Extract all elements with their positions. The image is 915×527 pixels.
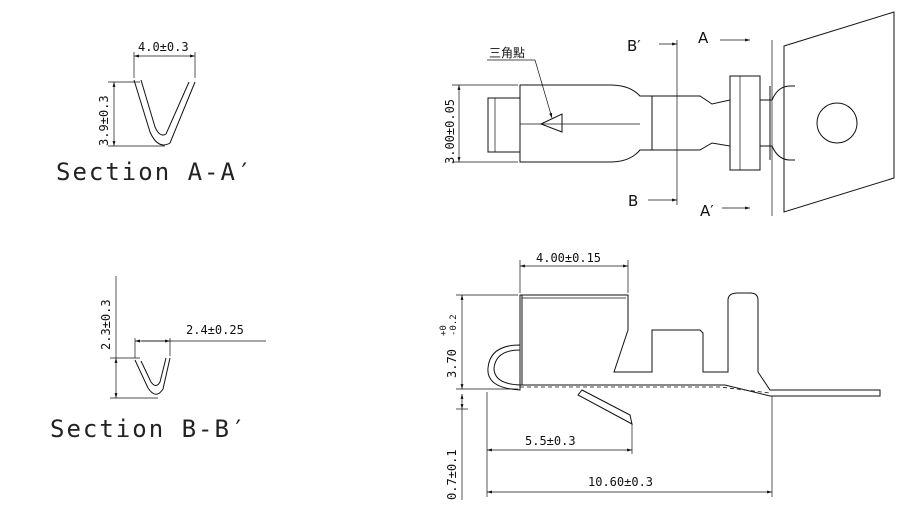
aa-width-dim: 4.0±0.3	[138, 40, 189, 54]
hidden-line	[520, 386, 771, 394]
side-mid-dim: 5.5±0.3	[525, 434, 576, 448]
side-width-dim: 4.00±0.15	[536, 251, 601, 265]
label-b: B	[628, 192, 638, 210]
label-b-prime: B′	[627, 37, 641, 55]
pilot-hole	[816, 102, 858, 144]
side-offset-dim: 0.7±0.1	[445, 449, 459, 500]
label-a-prime: A′	[700, 202, 714, 220]
section-bb-group: 2.4±0.25 2.3±0.3 Section B-B′	[50, 276, 266, 443]
section-aa-profile	[133, 79, 196, 146]
side-height-tol-minus: -0.2	[449, 314, 459, 336]
triangle-marker	[539, 113, 563, 133]
side-outline	[519, 292, 881, 397]
crimp-wings	[652, 75, 795, 171]
triangle-marker-label: 三角點	[489, 46, 525, 60]
section-bb-title: Section B-B′	[50, 415, 247, 443]
section-bb-profile	[134, 357, 171, 395]
side-height-tol-plus: +0	[439, 325, 449, 336]
section-aa-group: 4.0±0.3 3.9±0.3 Section A-A′	[56, 40, 253, 186]
section-aa-title: Section A-A′	[56, 158, 253, 186]
front-curl	[487, 344, 521, 391]
barrel-body	[519, 84, 653, 163]
bb-width-dim: 2.4±0.25	[186, 323, 244, 337]
carrier-strip	[783, 11, 895, 213]
lance-tab	[577, 389, 633, 425]
label-a: A	[698, 29, 709, 47]
bb-height-dim: 2.3±0.3	[99, 299, 113, 350]
marker-leader	[534, 59, 553, 119]
side-view-group: 4.00±0.15 3.70 +0 -0.2 0.7±0.1 5.5±0.3 1…	[439, 251, 881, 500]
barrel-nose	[487, 97, 521, 153]
top-view-group: 三角點 B′ A B A′ 3.00±0.05	[443, 11, 895, 220]
top-height-dim: 3.00±0.05	[443, 99, 457, 164]
side-height-dim: 3.70	[445, 349, 459, 378]
side-overall-dim: 10.60±0.3	[588, 475, 653, 489]
aa-height-dim: 3.9±0.3	[97, 95, 111, 146]
